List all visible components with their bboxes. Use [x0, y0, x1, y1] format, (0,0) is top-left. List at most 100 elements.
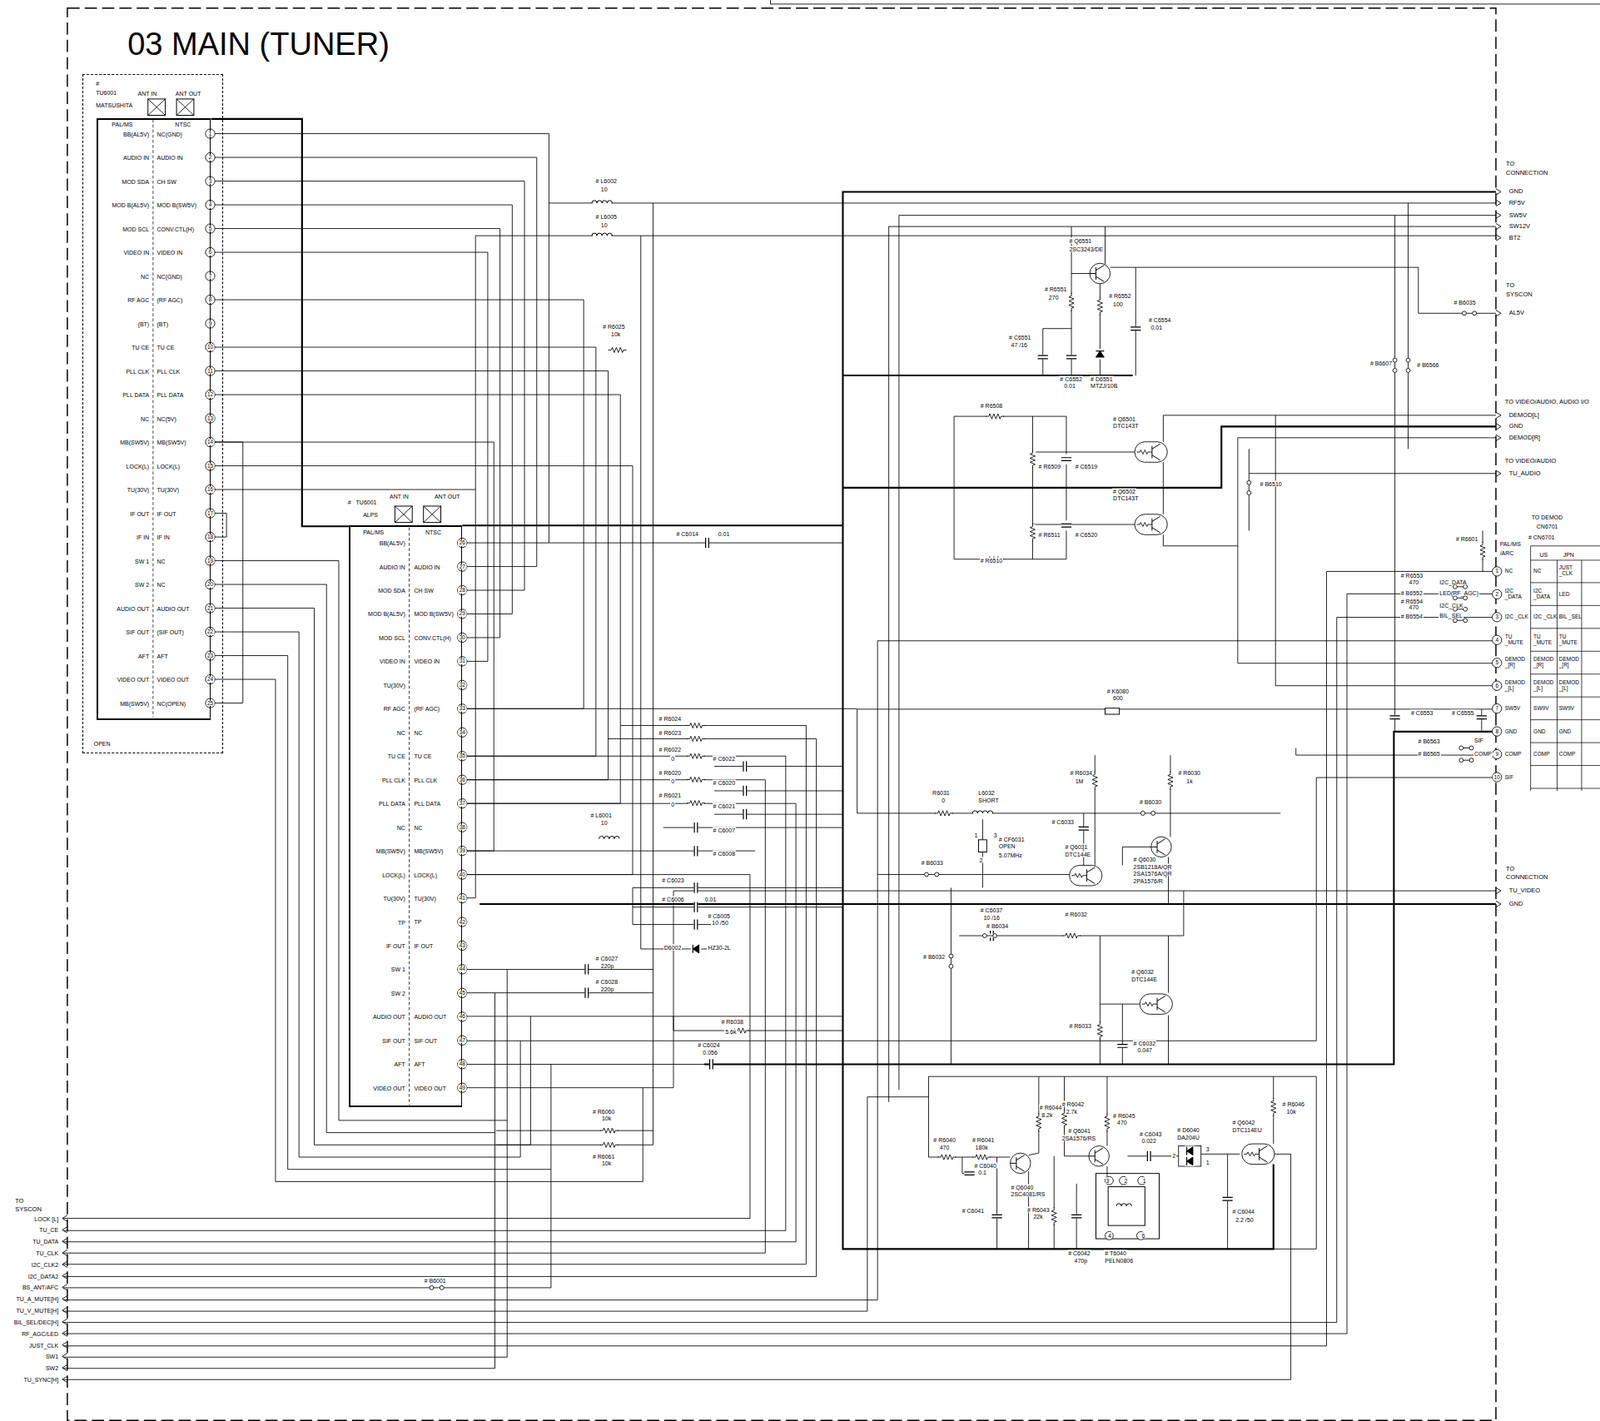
schematic-label: TU(30V)	[412, 894, 437, 901]
schematic-label: # R6508	[979, 402, 1004, 408]
pin-circle	[457, 869, 468, 880]
schematic-label: 1	[1142, 1177, 1148, 1184]
symbol-mask	[963, 1171, 974, 1176]
pin-circle	[457, 609, 468, 619]
schematic-label: IF IN	[135, 534, 150, 541]
schematic-label: AFT	[393, 1061, 407, 1068]
schematic-label: 5	[208, 225, 214, 232]
schematic-label: TU_SYNC[H]	[22, 1376, 60, 1382]
jumper-symbol	[1140, 810, 1145, 815]
schematic-label: GND	[1508, 188, 1525, 196]
capacitor-symbol	[694, 845, 698, 856]
wire	[954, 416, 955, 560]
wire	[1104, 226, 1106, 264]
wire	[714, 790, 843, 791]
pin-circle	[457, 940, 468, 950]
wire	[1083, 813, 1084, 866]
jumper-symbol	[1472, 311, 1477, 316]
schematic-label: MB(SW5V)	[119, 700, 150, 706]
antenna-jack	[148, 99, 166, 116]
schematic-label: RF5V	[1508, 199, 1526, 207]
wire	[210, 134, 550, 544]
schematic-label: # Q6501	[1112, 415, 1137, 422]
schematic-label: GND	[1508, 423, 1525, 431]
connector-mark	[62, 1318, 68, 1325]
schematic-label: # C6028	[595, 978, 619, 985]
schematic-label: DEMOD _[L]	[1558, 680, 1586, 692]
resistor-symbol	[1051, 1207, 1057, 1226]
schematic-label: 26	[458, 540, 467, 547]
table-grid	[1530, 742, 1600, 744]
wire	[63, 968, 507, 1357]
pin-circle	[1105, 1176, 1114, 1185]
digital-transistor-symbol	[1086, 867, 1095, 885]
connector-mark	[62, 1376, 68, 1382]
schematic-label: 0	[940, 797, 946, 804]
connector-mark	[1495, 188, 1501, 195]
schematic-label: MB(SW5V)	[412, 848, 444, 855]
schematic-label: 15	[206, 462, 214, 469]
schematic-label: # R6025	[601, 323, 626, 330]
wire	[714, 814, 843, 815]
wire	[210, 371, 609, 781]
wire	[63, 640, 1493, 1301]
schematic-label: BIL_SEL	[1438, 612, 1464, 619]
schematic-label: OPEN	[998, 843, 1017, 850]
schematic-label: TO DEMOD	[1530, 514, 1565, 521]
schematic-label: (RF AGC)	[412, 705, 441, 712]
schematic-label: I2C_CLK2	[30, 1261, 60, 1268]
antenna-jack	[394, 506, 413, 523]
resistor-symbol	[1029, 450, 1035, 469]
pin-circle	[457, 917, 468, 927]
schematic-label: 3	[1205, 1146, 1211, 1153]
schematic-label: (BT)	[137, 320, 151, 327]
symbol-mask	[1117, 1043, 1128, 1049]
table-grid	[1530, 673, 1600, 675]
transistor-symbol	[1151, 836, 1173, 858]
schematic-label: AUDIO IN	[378, 563, 407, 570]
tuner-heading: NTSC	[173, 121, 192, 128]
symbol-mask	[949, 954, 954, 969]
connector-mark	[1495, 900, 1501, 907]
wire	[877, 874, 1072, 875]
resistor-symbol	[608, 347, 627, 353]
schematic-label: 42	[458, 919, 467, 925]
diode-symbol	[692, 944, 699, 954]
pin-circle	[457, 632, 468, 642]
connector-layer	[210, 119, 349, 527]
schematic-label: NC	[396, 729, 407, 736]
pin-circle	[457, 585, 468, 595]
inductor-symbol	[591, 200, 613, 204]
wire	[462, 524, 843, 527]
schematic-label: 2	[1123, 1177, 1129, 1184]
schematic-label: 38	[458, 824, 467, 830]
schematic-label: 40	[458, 871, 467, 878]
schematic-label: I2C_DATA	[1438, 578, 1467, 585]
schematic-label: # Q6032	[1130, 968, 1155, 974]
schematic-label: JUST_CLK	[28, 1341, 60, 1348]
schematic-label: # C6023	[660, 876, 685, 883]
schematic-label: MB(SW5V)	[156, 439, 188, 446]
schematic-label: # L6001	[589, 812, 612, 819]
symbol-mask	[694, 919, 699, 930]
schematic-label: 45	[458, 990, 467, 997]
schematic-label: TP	[412, 919, 423, 925]
schematic-label: GND	[1558, 728, 1586, 735]
schematic-label: TU(30V)	[126, 486, 150, 493]
schematic-label: 18	[206, 534, 214, 541]
schematic-label: NC	[139, 415, 150, 422]
schematic-label: SW9V	[1532, 705, 1560, 712]
symbol-mask	[429, 1285, 444, 1290]
wire	[462, 708, 857, 710]
connector-mark	[1495, 412, 1501, 418]
tuner-heading: #	[94, 79, 100, 86]
table-grid	[1530, 765, 1600, 766]
schematic-label: BB(AL5V)	[122, 130, 150, 137]
schematic-label: # R6024	[658, 715, 682, 721]
table-grid	[1530, 581, 1600, 583]
schematic-label: 13	[206, 415, 214, 422]
connector-mark	[1495, 234, 1501, 241]
wire	[63, 993, 495, 1369]
schematic-label: # L6005	[595, 213, 618, 219]
